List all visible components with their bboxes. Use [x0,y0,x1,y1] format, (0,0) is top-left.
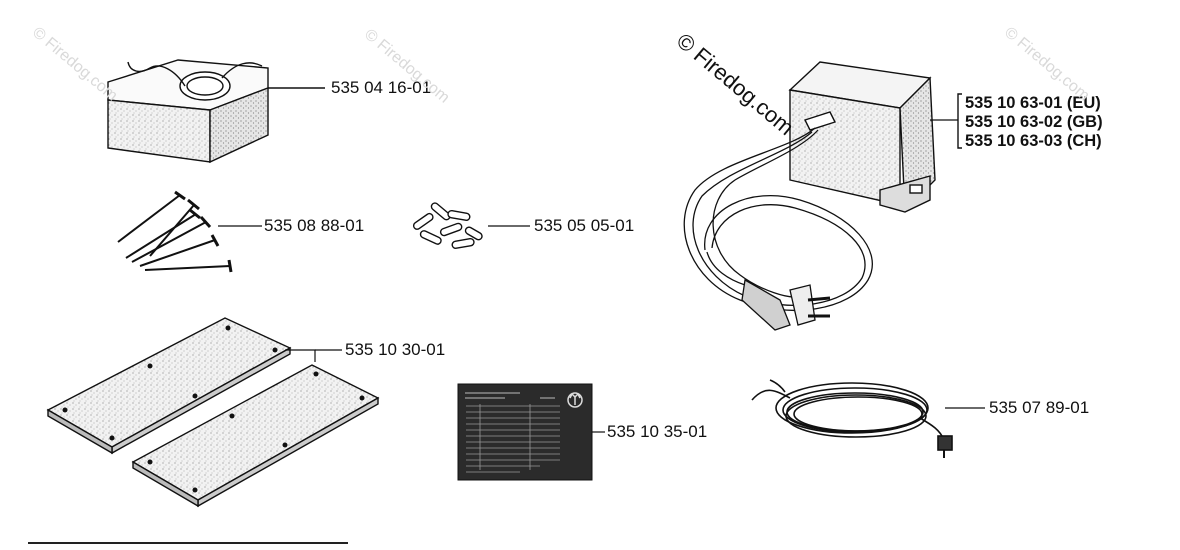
transformer-power-cord [683,127,873,331]
low-voltage-cable [751,379,985,458]
cover-plates [46,317,380,508]
husqvarna-crown-icon [567,392,583,408]
cable-spool-box [107,59,325,164]
instruction-card [457,383,605,481]
part-label-transformer-ch: 535 10 63-03 (CH) [965,132,1102,150]
part-label-instruction-card: 535 10 35-01 [607,422,708,441]
part-label-connectors: 535 05 05-01 [534,216,635,235]
part-label-transformer-eu: 535 10 63-01 (EU) [965,94,1101,112]
transformer-unit [788,61,962,213]
connectors-pile [412,202,530,249]
pegs-bundle [117,190,262,273]
part-label-cable-box: 535 04 16-01 [331,78,432,97]
part-label-plates: 535 10 30-01 [345,340,446,359]
part-label-low-voltage-cable: 535 07 89-01 [989,398,1090,417]
part-label-pegs: 535 08 88-01 [264,216,365,235]
part-label-transformer-gb: 535 10 63-02 (GB) [965,113,1103,131]
